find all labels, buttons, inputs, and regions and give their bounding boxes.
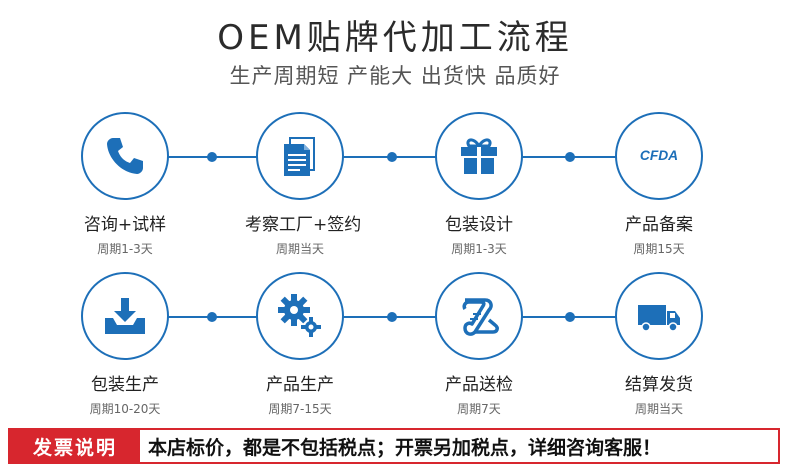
connector-dot bbox=[207, 312, 217, 322]
process-row-2: 包装生产 周期10-20天 bbox=[0, 272, 790, 422]
step-label: 产品生产 bbox=[266, 375, 334, 395]
step-duration: 周期当天 bbox=[275, 242, 324, 256]
cfda-icon-text: CFDA bbox=[640, 148, 678, 163]
gears-icon bbox=[278, 294, 321, 337]
connector-line bbox=[125, 316, 670, 318]
page-title: OEM贴牌代加工流程 bbox=[217, 18, 573, 58]
step-package-production: 包装生产 周期10-20天 bbox=[70, 272, 180, 417]
step-settle-ship: 结算发货 周期当天 bbox=[604, 272, 714, 417]
step-label: 咨询+试样 bbox=[83, 215, 167, 235]
step-product-inspection: 产品送检 周期7天 bbox=[424, 272, 534, 417]
scroll-icon bbox=[462, 298, 499, 336]
step-label: 包装设计 bbox=[445, 215, 513, 235]
step-product-filing: CFDA 产品备案 周期15天 bbox=[604, 112, 714, 257]
step-duration: 周期7-15天 bbox=[268, 402, 332, 416]
step-circle bbox=[81, 272, 169, 360]
step-product-production: 产品生产 周期7-15天 bbox=[245, 272, 355, 417]
phone-icon bbox=[107, 138, 143, 174]
step-circle bbox=[615, 272, 703, 360]
step-circle bbox=[256, 272, 344, 360]
connector-dot bbox=[387, 152, 397, 162]
step-duration: 周期1-3天 bbox=[97, 242, 153, 256]
step-label: 结算发货 bbox=[625, 375, 693, 395]
step-circle bbox=[435, 112, 523, 200]
step-circle: CFDA bbox=[615, 112, 703, 200]
step-package-design: 包装设计 周期1-3天 bbox=[424, 112, 534, 257]
truck-icon bbox=[638, 305, 680, 332]
invoice-notice-text: 本店标价，都是不包括税点；开票另加税点，详细咨询客服！ bbox=[148, 436, 662, 459]
connector-line bbox=[125, 156, 670, 158]
connector-dot bbox=[207, 152, 217, 162]
process-row-1: 咨询+试样 周期1-3天 考察工厂+签约 周期当天 bbox=[0, 112, 790, 262]
step-duration: 周期当天 bbox=[634, 402, 683, 416]
step-label: 产品备案 bbox=[625, 215, 693, 235]
invoice-notice-tag: 发票说明 bbox=[10, 430, 140, 462]
step-label: 产品送检 bbox=[445, 375, 513, 395]
step-duration: 周期15天 bbox=[633, 242, 685, 256]
step-circle bbox=[256, 112, 344, 200]
connector-dot bbox=[565, 152, 575, 162]
inbox-download-icon bbox=[105, 298, 145, 334]
step-duration: 周期10-20天 bbox=[89, 402, 161, 416]
step-label: 考察工厂+签约 bbox=[245, 215, 362, 235]
step-circle bbox=[81, 112, 169, 200]
step-circle bbox=[435, 272, 523, 360]
step-visit-sign: 考察工厂+签约 周期当天 bbox=[245, 112, 362, 257]
document-icon bbox=[284, 137, 315, 176]
step-duration: 周期1-3天 bbox=[451, 242, 507, 256]
step-consult-sample: 咨询+试样 周期1-3天 bbox=[70, 112, 180, 257]
connector-dot bbox=[565, 312, 575, 322]
step-duration: 周期7天 bbox=[457, 402, 501, 416]
invoice-notice-banner: 发票说明 本店标价，都是不包括税点；开票另加税点，详细咨询客服！ bbox=[8, 428, 780, 464]
step-label: 包装生产 bbox=[91, 375, 159, 395]
page-subtitle: 生产周期短 产能大 出货快 品质好 bbox=[229, 64, 561, 88]
cfda-icon: CFDA bbox=[640, 148, 678, 163]
gift-icon bbox=[461, 138, 497, 174]
connector-dot bbox=[387, 312, 397, 322]
